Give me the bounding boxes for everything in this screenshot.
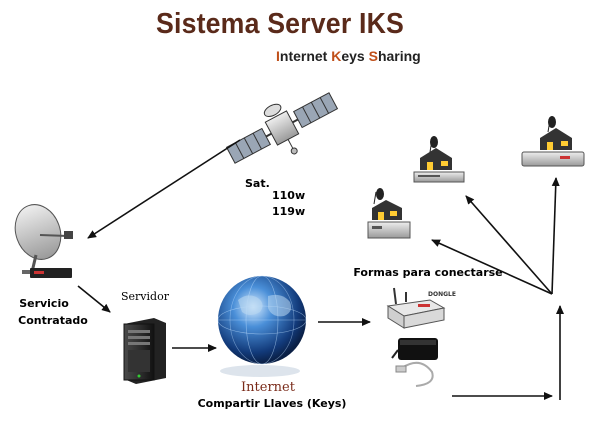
- satellite-dish-icon: [14, 204, 73, 278]
- sat-label: Sat.: [245, 177, 270, 190]
- subtitle-letter-k: K: [331, 48, 342, 64]
- sat-position-110w: 110w: [272, 189, 305, 202]
- arrow-hub-to-receiver-2: [465, 195, 553, 295]
- power-adapter-icon: [391, 338, 438, 360]
- router-dongle-icon: [386, 287, 446, 329]
- arrow-satellite-to-dish: [87, 139, 241, 239]
- receiver-house-icon: [367, 116, 585, 239]
- dongle-label: DONGLE: [428, 291, 456, 298]
- subtitle-letter-s: S: [368, 48, 378, 64]
- arrow-dish-to-server: [77, 285, 111, 313]
- arrow-hub-to-receiver-1: [431, 239, 553, 295]
- satellite-icon: [225, 92, 339, 164]
- subtitle-word-keys: eys: [341, 48, 369, 64]
- servidor-label: Servidor: [121, 290, 170, 303]
- diagram-subtitle: Internet Keys Sharing: [276, 48, 421, 64]
- internet-label: Internet: [241, 380, 296, 395]
- formas-conectarse-label: Formas para conectarse: [353, 266, 502, 279]
- diagram-title: Sistema Server IKS: [155, 8, 405, 40]
- globe-icon: [217, 275, 307, 377]
- subtitle-letter-i: I: [276, 48, 280, 64]
- sat-position-119w: 119w: [272, 205, 305, 218]
- ethernet-cable-icon: [395, 361, 434, 387]
- subtitle-word-internet: nternet: [279, 48, 332, 64]
- servicio-label: Servicio: [19, 297, 69, 310]
- compartir-llaves-label: Compartir Llaves (Keys): [198, 397, 347, 410]
- server-tower-icon: [123, 318, 166, 384]
- contratado-label: Contratado: [18, 314, 88, 327]
- arrow-hub-to-receiver-3: [551, 177, 560, 295]
- subtitle-word-sharing: haring: [377, 48, 421, 64]
